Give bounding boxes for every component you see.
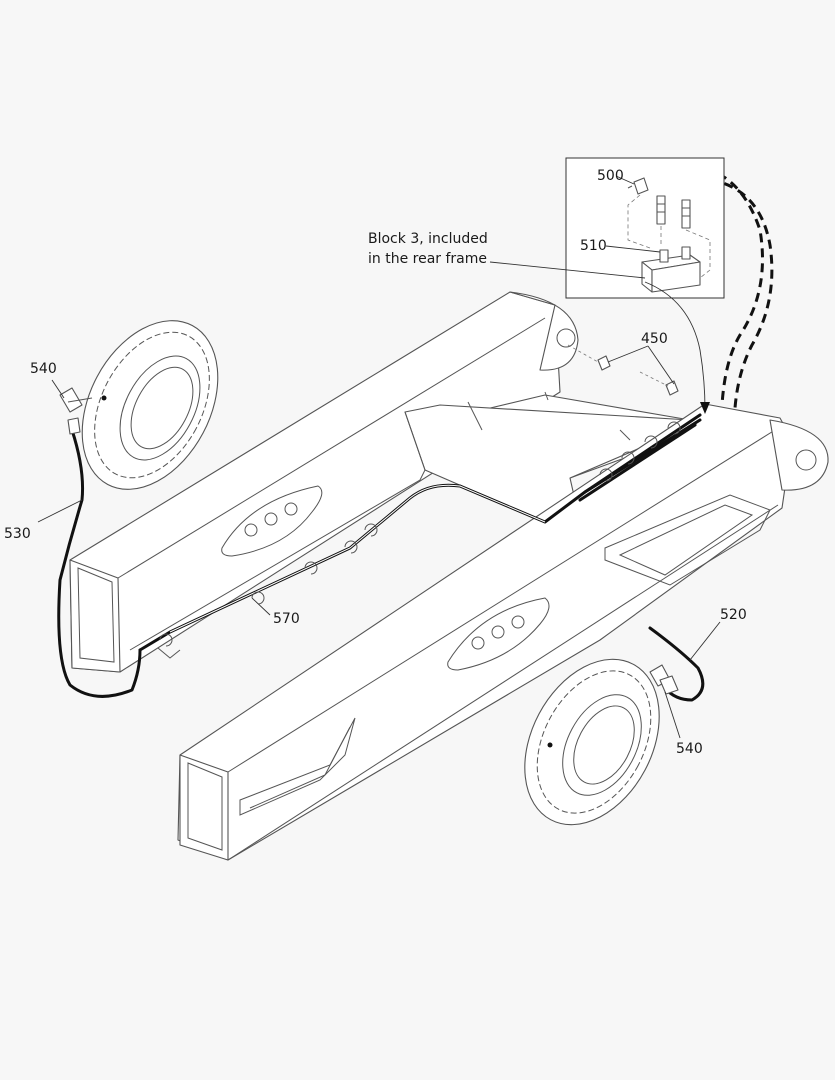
hose-570 <box>138 418 702 659</box>
hose-block-run <box>578 413 702 502</box>
detail-inset <box>565 157 725 299</box>
rear-frame <box>69 291 829 861</box>
slewing-ring-right <box>524 658 660 826</box>
block-note-line2: in the rear frame <box>368 251 487 267</box>
leader-lines <box>37 175 721 739</box>
marker-dot-right <box>547 742 553 748</box>
fitting-540-right <box>649 664 679 695</box>
nipples-450 <box>567 344 679 396</box>
callout-520: 520 <box>720 607 747 623</box>
hose-520 <box>648 626 705 702</box>
callout-540-left: 540 <box>30 361 57 377</box>
hose-530 <box>57 428 142 698</box>
callout-530: 530 <box>4 526 31 542</box>
block-note-line1: Block 3, included <box>368 231 488 247</box>
slewing-ring-left <box>81 320 219 490</box>
callout-540-right: 540 <box>676 741 703 757</box>
marker-dot-left <box>101 395 107 401</box>
callout-450: 450 <box>641 331 668 347</box>
callout-570: 570 <box>273 611 300 627</box>
callout-labels: 500 510 Block 3, included in the rear fr… <box>4 168 747 757</box>
callout-500: 500 <box>597 168 624 184</box>
callout-510: 510 <box>580 238 607 254</box>
fitting-540-left <box>59 387 93 435</box>
